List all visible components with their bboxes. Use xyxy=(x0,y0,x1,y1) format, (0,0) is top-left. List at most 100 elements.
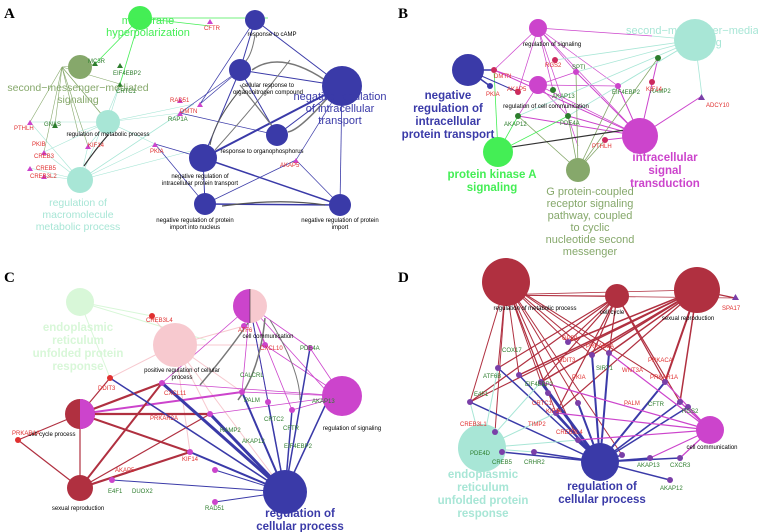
gene-label: TIMP2 xyxy=(528,422,546,428)
panel-label-d: D xyxy=(398,270,409,286)
gene-label: CALCRL xyxy=(240,373,264,379)
gene-label: PTHLH xyxy=(14,126,34,132)
gene-label: DMTN xyxy=(494,74,511,80)
gene-label: EIF4EBP2 xyxy=(612,90,641,96)
gene-label: ADCY10 xyxy=(706,103,730,109)
gene-label: CRTC1 xyxy=(532,401,553,407)
term-label-small: sexual reproduction xyxy=(662,316,714,322)
term-label-small: regulation of metabolic process xyxy=(493,306,576,312)
panel-a-gene-markers xyxy=(27,19,299,179)
gene-label: PKIB xyxy=(32,142,46,148)
panel-d-nodes xyxy=(458,258,724,481)
gene-label: RAP1A xyxy=(168,117,188,123)
gene-label: CREB3 xyxy=(34,154,55,160)
gene-label: CRTC1 xyxy=(116,89,137,95)
gene-label: PRKACA xyxy=(648,358,673,364)
gene-label: PALM xyxy=(244,398,260,404)
gene-label: MC3R xyxy=(88,59,106,65)
term-label-small: regulation of signaling xyxy=(523,42,581,48)
gene-label: COX17 xyxy=(502,348,522,354)
gene-label: KIF14 xyxy=(646,87,663,93)
gene-label: SIRT1 xyxy=(596,366,614,372)
gene-label: E4F1 xyxy=(474,392,489,398)
gene-label: ATF6B xyxy=(483,374,501,380)
gene-label: AKAP5 xyxy=(280,163,300,169)
gene-label: RGS2 xyxy=(545,63,562,69)
gene-label: PRKAR2A xyxy=(150,416,178,422)
gene-label: CREB3L2 xyxy=(30,174,57,180)
panel-c: C xyxy=(4,270,381,532)
gene-label: RGS2 xyxy=(682,409,699,415)
gene-label: AKAP13 xyxy=(552,94,575,100)
gene-label: SPTI xyxy=(572,65,586,71)
term-label-small: sexual reproduction xyxy=(52,506,104,512)
panel-b-gene-labels: DMTN PKIA AKAP5 RGS2 SPTI AKAP13 EIF4EBP… xyxy=(486,63,730,150)
term-label-small: cell communication xyxy=(242,334,293,340)
panel-label-c: C xyxy=(4,270,15,286)
panel-b-gene-markers xyxy=(487,55,705,143)
gene-label: AKAP5 xyxy=(115,468,135,474)
gene-label: E4F1 xyxy=(108,489,123,495)
gene-label: PDE4A xyxy=(560,121,580,127)
panel-b-term-labels: regulation of signaling second−messenger… xyxy=(402,25,758,258)
panel-b-nodes xyxy=(452,19,716,182)
gene-label: RAMP2 xyxy=(220,428,241,434)
gene-label: CXCL10 xyxy=(260,346,283,352)
gene-label: PRKAR2A xyxy=(586,344,614,350)
panel-label-b: B xyxy=(398,6,408,22)
gene-label: AKAP12 xyxy=(660,486,683,492)
term-label-small: cell cycle process xyxy=(28,432,75,438)
gene-label: PDE4D xyxy=(470,451,491,457)
gene-label: PRKAR1A xyxy=(650,375,678,381)
gene-label: AKAP13 xyxy=(637,463,660,469)
gene-label: EIF4EBP2 xyxy=(525,382,554,388)
gene-label: DUOX2 xyxy=(132,489,153,495)
panel-d-term-labels: regulation of metabolic process cell cyc… xyxy=(438,306,738,520)
gene-label: PKIA xyxy=(572,375,586,381)
panel-a: A xyxy=(4,6,386,233)
gene-label: CXCR3 xyxy=(670,463,691,469)
panel-d-gene-markers xyxy=(467,294,739,483)
gene-label: CREB3L4 xyxy=(146,318,173,324)
gene-label: CREB3L1 xyxy=(460,422,487,428)
gene-label: KIF14 xyxy=(546,409,563,415)
term-label-small: cell cycle xyxy=(600,310,625,316)
gene-label: AKAP13 xyxy=(312,399,335,405)
gene-label: AKAP12 xyxy=(242,439,265,445)
gene-label: CFTR xyxy=(283,426,300,432)
gene-label: PALM xyxy=(624,401,640,407)
term-label-small: cell communication xyxy=(686,445,737,451)
gene-label: PDE4A xyxy=(300,346,320,352)
panel-b: B xyxy=(398,6,758,258)
gene-label: GPD1 xyxy=(562,336,579,342)
panel-label-a: A xyxy=(4,6,15,22)
term-label-small: response to organophosphorus xyxy=(220,149,303,155)
gene-label: PRKAR1A xyxy=(12,431,40,437)
panel-d: D xyxy=(398,258,741,520)
term-label-small: regulation of metabolic process xyxy=(66,132,149,138)
gene-label: KIF14 xyxy=(88,143,105,149)
gene-label: KIF14 xyxy=(182,457,199,463)
gene-label: EIF4EBP2 xyxy=(284,444,313,450)
panel-d-gene-labels: SPA17 GPD1 PRKAR2A COX17 DDIT3 SIRT1 PRK… xyxy=(460,306,741,492)
term-label-small: regulation of signaling xyxy=(323,426,381,432)
term-label-small: response to cAMP xyxy=(247,32,296,38)
gene-label: CREB5 xyxy=(492,460,513,466)
gene-label: DMTN xyxy=(180,109,197,115)
gene-label: GNAS xyxy=(44,122,61,128)
gene-label: WNT3A xyxy=(622,368,643,374)
gene-label: RAD51 xyxy=(170,98,190,104)
gene-label: CRTC2 xyxy=(264,417,285,423)
